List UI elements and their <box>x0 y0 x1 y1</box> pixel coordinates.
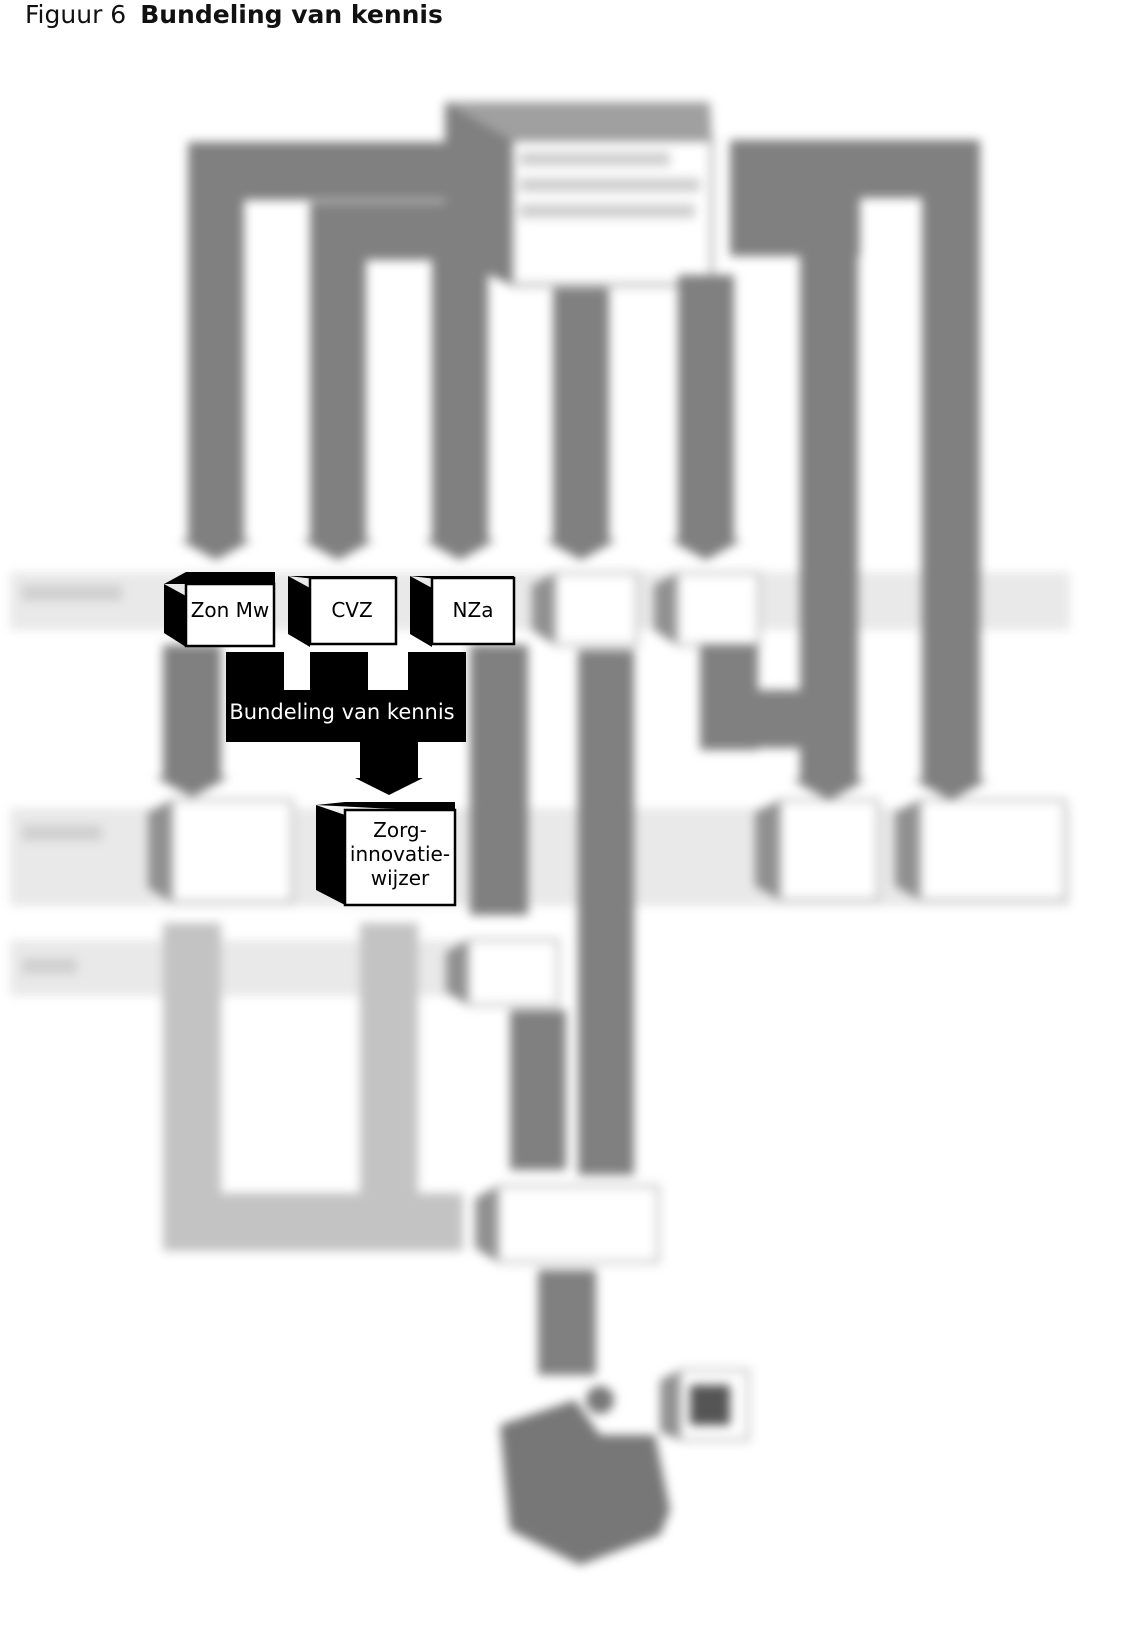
box-ig-side <box>532 573 555 645</box>
bundle-arrow <box>355 778 423 795</box>
arrow-7 <box>914 780 988 800</box>
arrow-5 <box>670 540 742 560</box>
column-3 <box>432 255 488 540</box>
arrow-6 <box>792 780 866 800</box>
column-light-mid <box>360 923 418 1193</box>
box-zorgaanbieder <box>496 1184 660 1264</box>
figure-title: Bundeling van kennis <box>140 0 443 29</box>
column-2 <box>310 202 366 540</box>
band-label-3 <box>22 958 77 974</box>
connector-light-bottom <box>163 1193 463 1251</box>
ministry-text-2 <box>520 178 700 192</box>
zorginnovatiewijzer-line-3: wijzer <box>371 866 430 890</box>
box-platform-ict <box>778 798 880 902</box>
column-6 <box>800 198 858 780</box>
box-zip <box>918 798 1067 902</box>
box-ig <box>553 571 639 647</box>
zorginnovatiewijzer-line-1: Zorg- <box>373 818 427 842</box>
arrow-2 <box>302 540 374 560</box>
ministry-text-1 <box>520 152 670 166</box>
ministry-box-side <box>445 102 512 285</box>
box-zip-side <box>895 800 920 900</box>
cvz-box: CVZ <box>288 576 398 647</box>
highlighted-knowledge-bundle: Bundeling van kennis Zon Mw CVZ NZa Zorg… <box>164 572 516 907</box>
column-toezicht-1 <box>470 645 528 915</box>
box-nictiz <box>675 571 761 647</box>
connector-regie-right <box>700 690 858 748</box>
arrow-regie-left <box>155 777 229 797</box>
arrow-3 <box>424 540 496 560</box>
column-zorgplicht <box>510 1010 566 1170</box>
figure-caption: Figuur 6 Bundeling van kennis <box>25 0 443 29</box>
arrow-4 <box>545 540 617 560</box>
column-toezicht-2 <box>578 650 634 1175</box>
band-label-2 <box>22 825 102 841</box>
box-zorgkantoor-side <box>446 940 468 1005</box>
column-4 <box>553 288 609 540</box>
bundle-stem <box>360 740 418 780</box>
zorginnovatiewijzer-line-2: innovatie- <box>350 842 450 866</box>
box-zorg-voor-beter <box>170 798 294 904</box>
box-zorgaanbieder-side <box>475 1186 498 1262</box>
zon-mw-label: Zon Mw <box>191 598 270 622</box>
cvz-label: CVZ <box>331 598 372 622</box>
nza-box: NZa <box>410 576 516 647</box>
band-label-1 <box>22 585 122 601</box>
zon-mw-box: Zon Mw <box>164 572 276 648</box>
box-nictiz-side <box>654 573 677 645</box>
column-zorg <box>538 1270 596 1375</box>
nza-label: NZa <box>453 598 494 622</box>
client-figure <box>500 1400 670 1565</box>
bundle-label: Bundeling van kennis <box>229 700 454 724</box>
box-platform-ict-side <box>755 800 780 900</box>
small-box-symbol <box>690 1385 730 1425</box>
figure-number: Figuur 6 <box>25 0 127 29</box>
blurred-background-structure <box>10 102 1070 1565</box>
box-zorgkantoor <box>466 938 560 1007</box>
column-5 <box>678 275 734 540</box>
small-box-side <box>660 1370 680 1440</box>
arrow-1 <box>180 540 252 560</box>
ministry-box-top <box>445 102 712 140</box>
bundle-block <box>226 690 466 742</box>
column-7 <box>922 140 980 780</box>
client-head <box>586 1386 614 1414</box>
column-1 <box>188 142 244 540</box>
column-regie-left <box>163 645 221 777</box>
ministry-text-3 <box>520 204 695 218</box>
box-zorg-voor-beter-side <box>148 800 172 902</box>
zorginnovatiewijzer-box: Zorg- innovatie- wijzer <box>316 802 457 907</box>
